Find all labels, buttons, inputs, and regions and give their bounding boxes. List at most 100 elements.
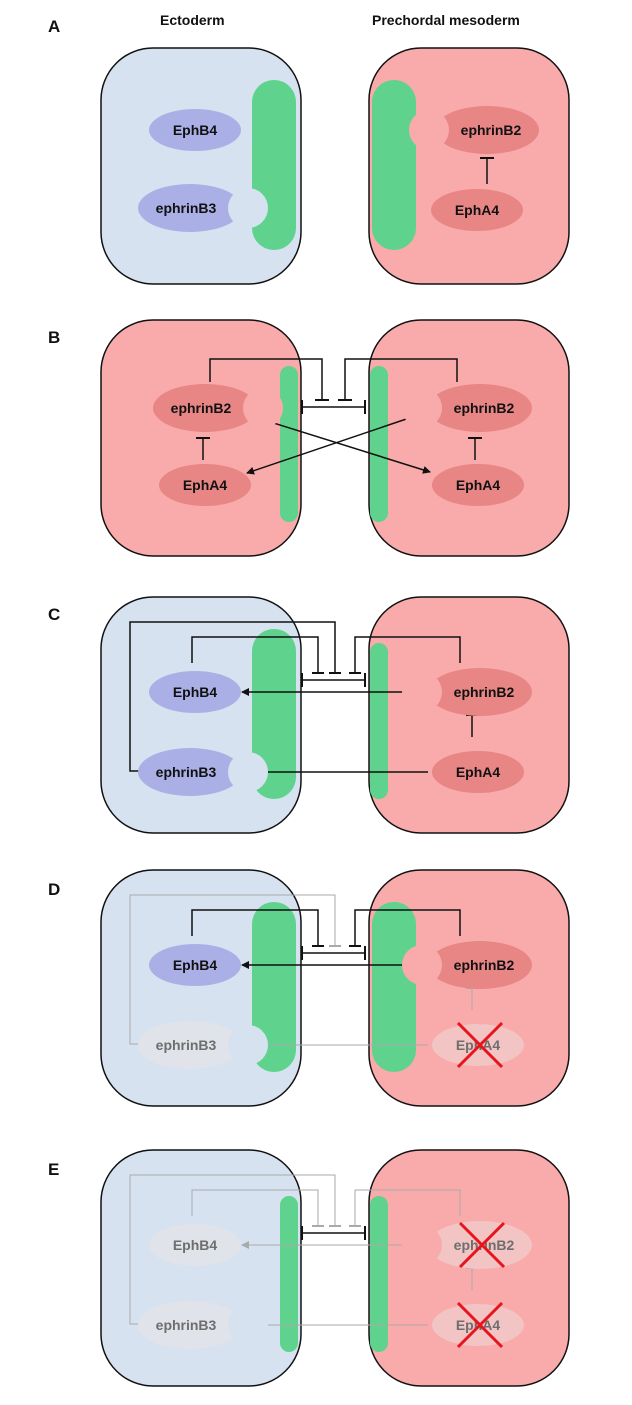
protein-shape: [159, 464, 251, 506]
protein-ephrinb3: ephrinB3: [138, 748, 268, 796]
left-cell: [100, 1149, 302, 1387]
inhibition-line: [354, 1189, 461, 1226]
ligand-notch: [402, 388, 442, 428]
protein-shape: [149, 1224, 241, 1266]
right-membrane: [372, 80, 416, 250]
arrow-line: [246, 411, 428, 475]
protein-label: ephrinB3: [156, 1317, 217, 1333]
protein-label: EphA4: [183, 477, 228, 493]
protein-shape: [149, 671, 241, 713]
protein-label: EphA4: [456, 477, 501, 493]
protein-label: EphB4: [173, 1237, 218, 1253]
protein-ephrinb2: ephrinB2: [402, 384, 532, 432]
protein-ephrinb2: ephrinB2: [153, 384, 283, 432]
inhibition-line: [344, 358, 458, 400]
protein-ephb4: EphB4: [149, 1224, 241, 1266]
right-membrane: [372, 902, 416, 1072]
panel-label: C: [48, 605, 60, 624]
panel-label: B: [48, 328, 60, 347]
protein-shape: [138, 1301, 242, 1349]
ectoderm-header: Ectoderm: [160, 12, 225, 28]
protein-shape: [138, 184, 242, 232]
protein-shape: [149, 944, 241, 986]
protein-label: ephrinB2: [461, 122, 522, 138]
inhibition-line: [191, 1189, 319, 1226]
ligand-notch: [402, 672, 442, 712]
inhibition-line: [129, 621, 336, 772]
protein-ephrinb2: ephrinB2: [402, 1221, 532, 1269]
protein-label: EphA4: [455, 202, 500, 218]
protein-label: ephrinB3: [156, 1037, 217, 1053]
protein-epha4: EphA4: [432, 751, 524, 793]
protein-shape: [435, 106, 539, 154]
ligand-notch: [228, 188, 268, 228]
ligand-notch: [228, 1025, 268, 1065]
protein-label: ephrinB3: [156, 200, 217, 216]
protein-ephrinb2: ephrinB2: [402, 941, 532, 989]
protein-shape: [428, 668, 532, 716]
protein-epha4: EphA4: [432, 1021, 524, 1069]
protein-shape: [138, 748, 242, 796]
inhibition-line: [209, 358, 323, 400]
protein-epha4: EphA4: [432, 1301, 524, 1349]
knockout-cross-icon: [456, 1301, 504, 1349]
prechordal-mesoderm-header: Prechordal mesoderm: [372, 12, 520, 28]
inhibition-line: [191, 636, 319, 673]
protein-label: ephrinB3: [156, 764, 217, 780]
left-membrane: [280, 366, 298, 522]
ligand-notch: [243, 388, 283, 428]
protein-ephb4: EphB4: [149, 944, 241, 986]
right-membrane: [370, 1196, 388, 1352]
protein-shape: [149, 109, 241, 151]
protein-ephrinb3: ephrinB3: [138, 1021, 268, 1069]
panel-label: A: [48, 17, 60, 36]
protein-label: EphA4: [456, 764, 501, 780]
right-membrane: [370, 643, 388, 799]
ligand-notch: [228, 1305, 268, 1345]
ligand-notch: [228, 752, 268, 792]
panel-d: DEphB4ephrinB3ephrinB2EphA4: [48, 869, 570, 1107]
left-membrane: [280, 1196, 298, 1352]
protein-label: ephrinB2: [454, 400, 515, 416]
protein-ephb4: EphB4: [149, 671, 241, 713]
protein-label: ephrinB2: [171, 400, 232, 416]
inhibition-line: [129, 894, 336, 1045]
protein-ephrinb3: ephrinB3: [138, 1301, 268, 1349]
protein-label: EphB4: [173, 684, 218, 700]
protein-shape: [431, 189, 523, 231]
protein-epha4: EphA4: [159, 464, 251, 506]
ligand-notch: [402, 945, 442, 985]
right-membrane: [370, 366, 388, 522]
protein-shape: [428, 941, 532, 989]
inhibition-line: [354, 636, 461, 673]
protein-label: EphB4: [173, 957, 218, 973]
protein-shape: [428, 384, 532, 432]
inhibition-line: [354, 909, 461, 946]
panel-label: E: [48, 1160, 59, 1179]
protein-label: ephrinB2: [454, 957, 515, 973]
protein-ephrinb3: ephrinB3: [138, 184, 268, 232]
protein-shape: [153, 384, 257, 432]
protein-epha4: EphA4: [432, 464, 524, 506]
protein-label: EphB4: [173, 122, 218, 138]
protein-shape: [138, 1021, 242, 1069]
protein-shape: [432, 751, 524, 793]
knockout-cross-icon: [458, 1221, 506, 1269]
protein-label: ephrinB2: [454, 684, 515, 700]
inhibition-line: [191, 909, 319, 946]
protein-epha4: EphA4: [431, 189, 523, 231]
right-cell: [368, 47, 570, 285]
arrow-line: [247, 414, 431, 474]
knockout-cross-icon: [456, 1021, 504, 1069]
ligand-notch: [409, 110, 449, 150]
left-membrane: [252, 629, 296, 799]
protein-ephrinb2: ephrinB2: [402, 668, 532, 716]
protein-shape: [432, 464, 524, 506]
protein-ephrinb2: ephrinB2: [409, 106, 539, 154]
inhibition-line: [129, 1174, 336, 1325]
